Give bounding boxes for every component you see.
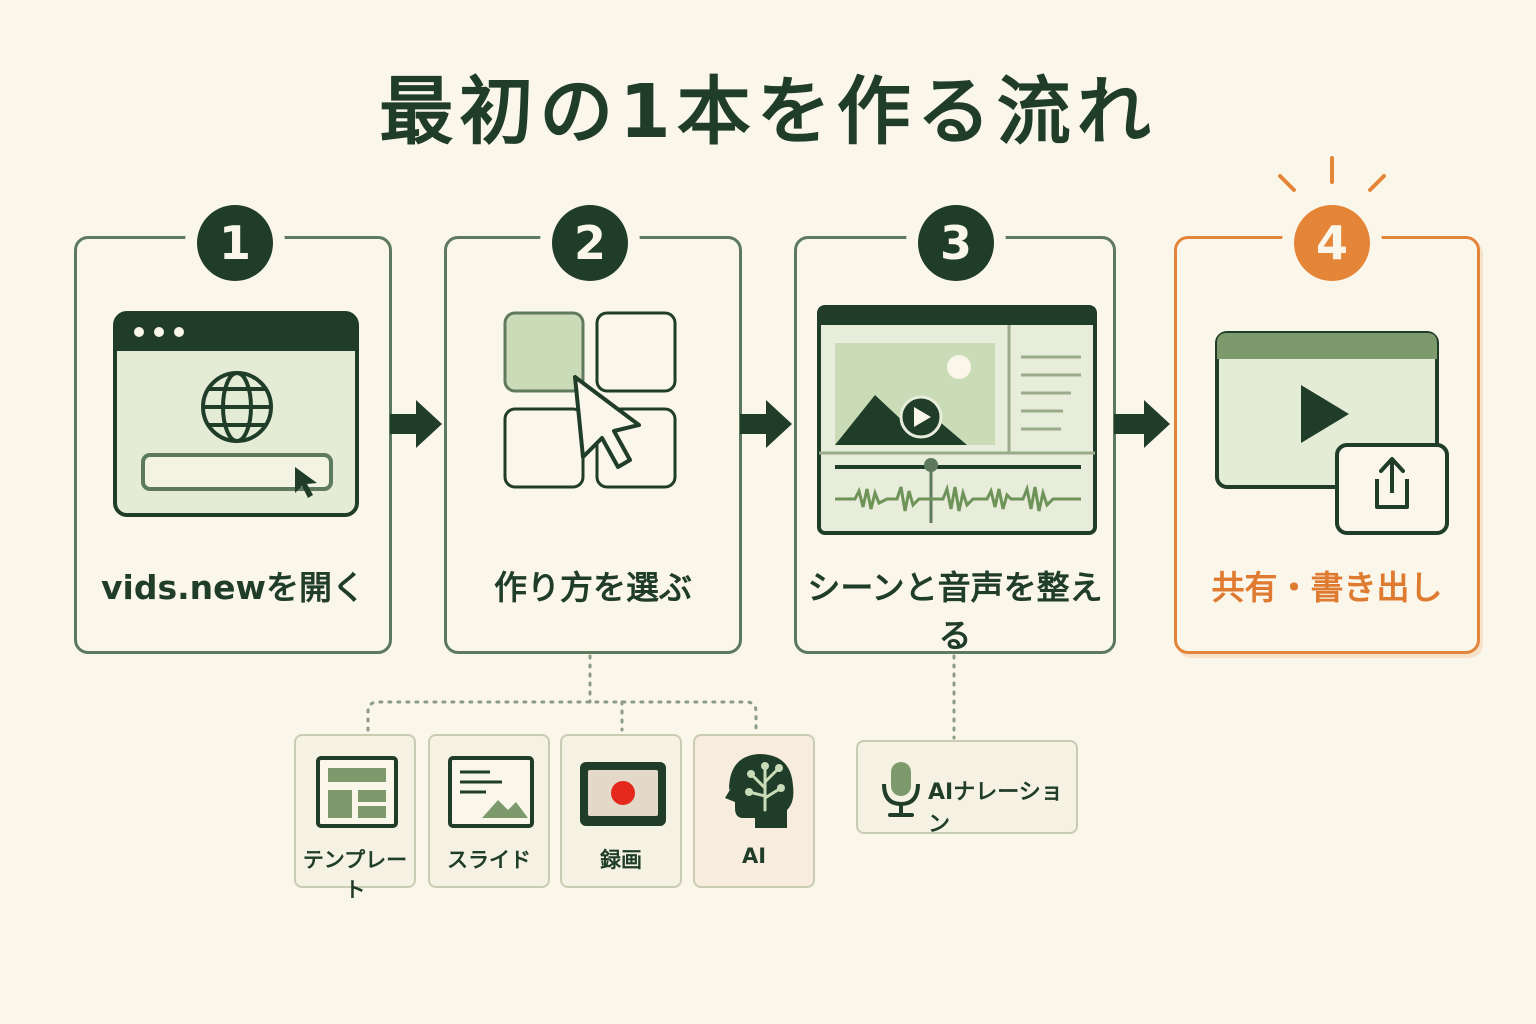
grid-cursor-icon (503, 311, 677, 489)
step-badge-4: 4 (1294, 205, 1370, 281)
video-editor-icon (817, 305, 1097, 535)
option-card-record[interactable]: 録画 (560, 734, 682, 888)
ai-brain-icon (725, 754, 794, 828)
step-badge-1: 1 (197, 205, 273, 281)
slide-icon (448, 756, 534, 828)
arrow-right-icon (1114, 400, 1170, 448)
option-label-record: 録画 (600, 848, 642, 872)
option-label-template: テンプレート (302, 848, 408, 902)
option-card-template[interactable]: テンプレート (294, 734, 416, 902)
highlight-rays-icon (1278, 156, 1386, 192)
browser-globe-icon (113, 311, 359, 517)
arrow-right-icon (740, 400, 792, 448)
record-icon (580, 762, 666, 826)
option-card-ai[interactable]: AI (693, 734, 815, 888)
option-label-slide: スライド (447, 848, 531, 872)
narration-label: AIナレーション (928, 780, 1063, 837)
microphone-icon (882, 762, 920, 817)
share-video-icon (1215, 331, 1449, 535)
step-card-3: シーンと音声を整える (794, 236, 1116, 655)
template-icon (316, 756, 398, 828)
arrow-right-icon (390, 400, 442, 448)
step-card-1: vids.newを開く (74, 236, 392, 654)
page-title: 最初の1本を作る流れ (379, 69, 1157, 155)
step-label-3: シーンと音声を整える (807, 568, 1103, 655)
option-label-ai: AI (741, 844, 767, 868)
step-label-2: 作り方を選ぶ (494, 568, 692, 607)
narration-card[interactable]: AIナレーション (856, 740, 1078, 837)
step-card-2: 作り方を選ぶ (444, 236, 742, 654)
step-label-1: vids.newを開く (101, 568, 365, 607)
step-badge-2: 2 (552, 205, 628, 281)
step-card-4: 共有・書き出し (1174, 236, 1480, 654)
step-label-4: 共有・書き出し (1211, 568, 1443, 607)
option-card-slide[interactable]: スライド (428, 734, 550, 888)
step-badge-3: 3 (918, 205, 994, 281)
